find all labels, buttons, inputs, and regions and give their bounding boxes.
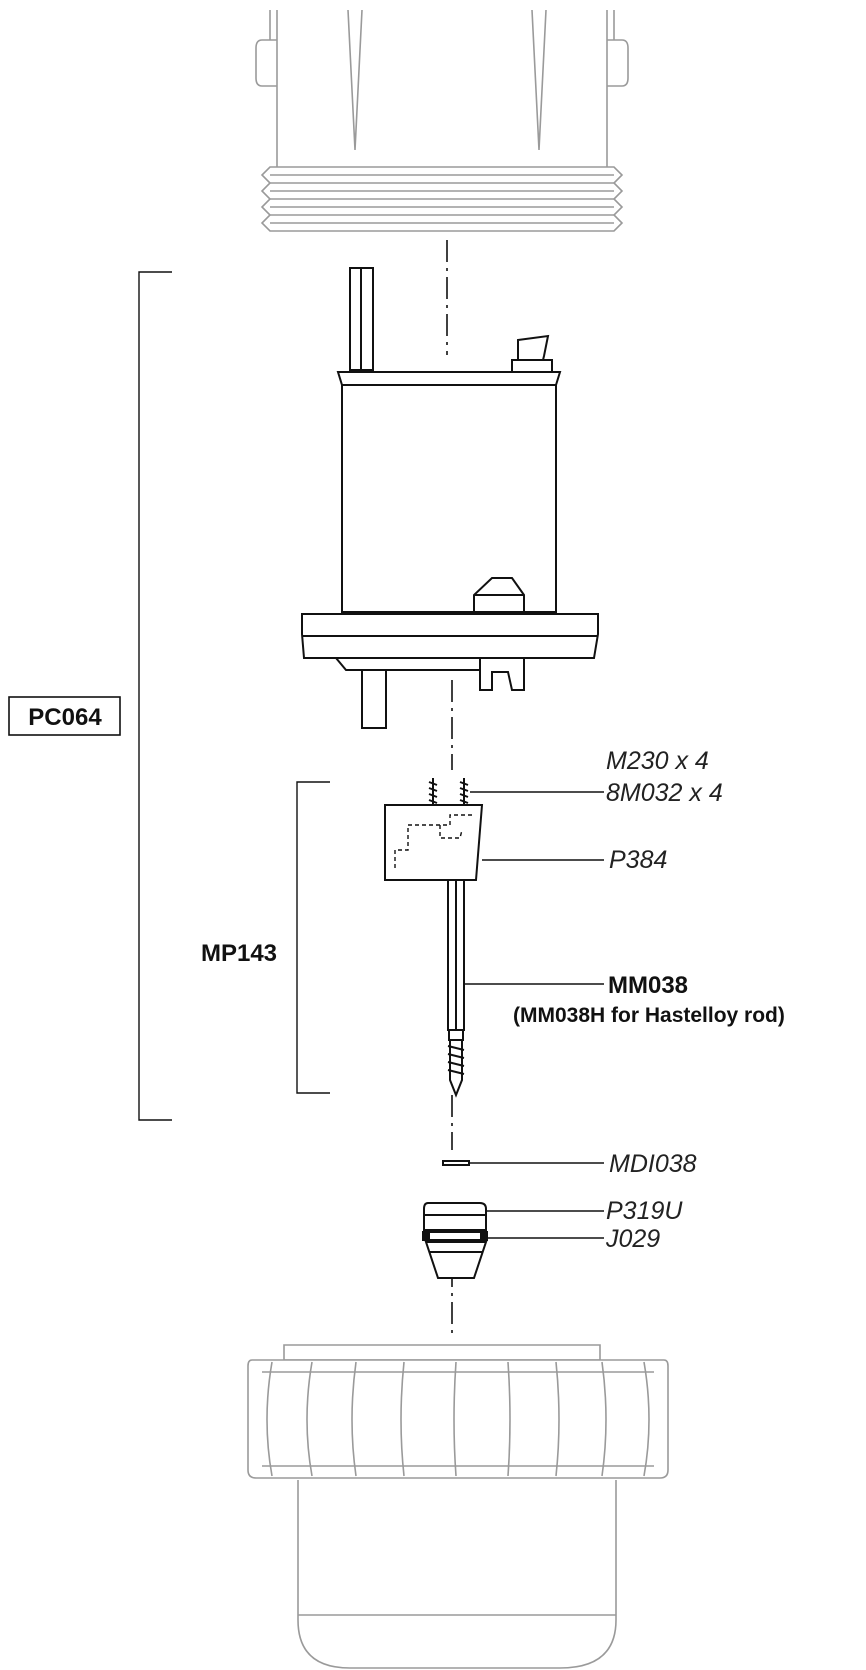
lower-fittings bbox=[422, 1160, 488, 1279]
pc064-bracket bbox=[138, 271, 172, 1121]
upper-housing-ghost bbox=[255, 9, 629, 232]
p319u-cap bbox=[423, 1202, 487, 1231]
screw-pins bbox=[428, 778, 469, 805]
label-8m032: 8M032 x 4 bbox=[606, 779, 723, 807]
mp143-bracket bbox=[296, 781, 330, 1094]
mp143-label: MP143 bbox=[201, 940, 277, 967]
leader-lines bbox=[464, 791, 604, 1239]
mp143-probe bbox=[384, 778, 484, 1098]
label-p319u: P319U bbox=[606, 1197, 683, 1225]
label-mm038: MM038 bbox=[608, 972, 688, 999]
label-p384: P384 bbox=[609, 846, 667, 874]
pc064-label: PC064 bbox=[28, 704, 102, 731]
label-m230: M230 x 4 bbox=[606, 747, 709, 775]
pc064-body bbox=[301, 267, 599, 729]
mdi038-washer bbox=[442, 1160, 470, 1166]
lower-housing-ghost bbox=[247, 1344, 669, 1669]
label-mm038-note: (MM038H for Hastelloy rod) bbox=[513, 1004, 785, 1027]
label-mdi038: MDI038 bbox=[609, 1150, 697, 1178]
label-j029: J029 bbox=[605, 1225, 660, 1253]
pc064-label-box bbox=[8, 696, 121, 736]
